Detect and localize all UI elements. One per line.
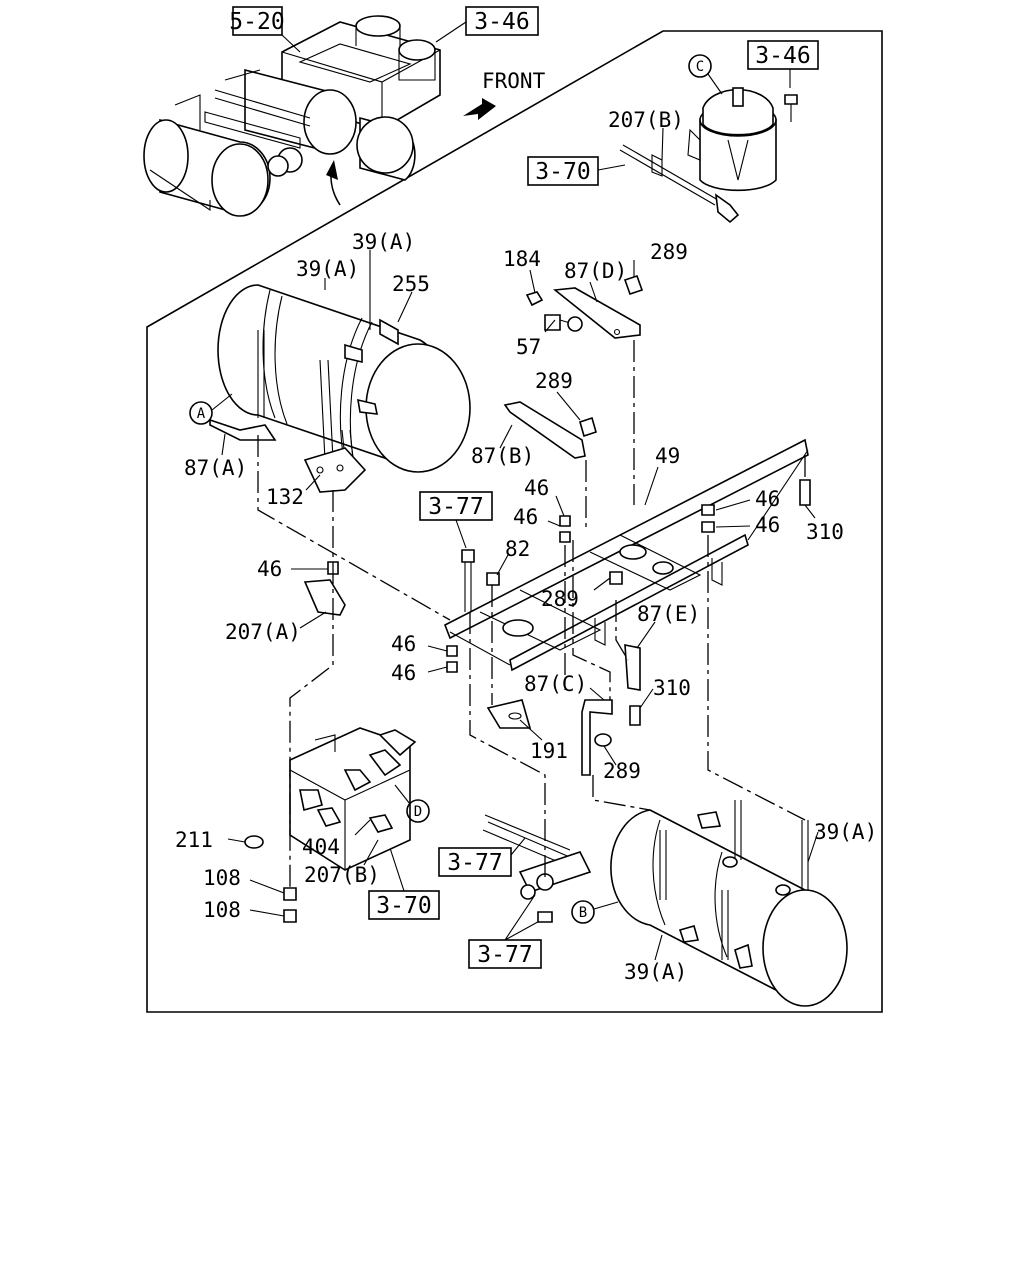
callout-191: 191 [530,739,568,763]
bracket-87c [581,699,613,776]
callout-289-top: 289 [650,240,688,264]
upper-air-tank-illustration [209,284,471,493]
callout-108-2: 108 [203,898,241,922]
svg-text:3-70: 3-70 [535,159,590,185]
svg-text:3-70: 3-70 [376,893,431,919]
circle-marker-d: D [394,784,430,823]
callout-46-b: 46 [513,505,538,529]
callout-289-mid: 289 [535,369,573,393]
ref-box-3-46-top[interactable]: 3-46 [435,6,539,43]
ref-box-3-77-bottom-b[interactable]: 3-77 [468,894,546,969]
bracket-87e [624,644,641,691]
callout-184: 184 [503,247,541,271]
circle-marker-b: B [571,900,619,924]
svg-text:C: C [696,59,704,75]
callout-46-low1: 46 [391,632,416,656]
callout-39a-1: 39(A) [352,230,415,254]
callout-82: 82 [505,537,530,561]
svg-text:A: A [197,406,206,422]
valve-assembly-illustration [289,727,417,871]
callout-leaders [221,127,819,961]
callout-46-a: 46 [524,476,549,500]
callout-87b: 87(B) [471,444,534,468]
callout-255: 255 [392,272,430,296]
front-label: FRONT [482,69,546,93]
svg-text:D: D [414,804,422,820]
svg-text:3-46: 3-46 [474,9,529,35]
ref-box-3-46-dryer[interactable]: 3-46 [747,40,819,88]
front-arrow-icon [463,98,496,120]
ref-box-3-77-bottom-a[interactable]: 3-77 [438,837,526,877]
lower-air-tank-illustration [610,800,848,1007]
air-dryer-illustration [619,87,798,224]
svg-text:5-20: 5-20 [229,9,284,35]
callout-49: 49 [655,444,680,468]
circle-marker-a: A [189,393,233,425]
frame-crossmember-illustration [443,438,809,672]
callout-87a: 87(A) [184,456,247,480]
svg-text:3-77: 3-77 [428,494,483,520]
ref-box-3-70-dryer[interactable]: 3-70 [527,156,626,186]
ref-box-3-70-valve[interactable]: 3-70 [368,847,440,920]
callout-39a-2: 39(A) [296,257,359,281]
callout-46-r2: 46 [755,513,780,537]
lower-valve-assembly-illustration [482,814,592,923]
bracket-87b [503,401,586,459]
svg-text:3-77: 3-77 [447,850,502,876]
callout-87c: 87(C) [524,672,587,696]
diagram-frame [146,30,883,1013]
assembly-guide-lines [257,340,806,888]
callout-289-frame: 289 [541,587,579,611]
callout-39a-r: 39(A) [814,820,877,844]
callout-87e: 87(E) [637,602,700,626]
callout-207b-top: 207(B) [608,108,684,132]
vehicle-overview-illustration [143,15,441,217]
svg-text:3-77: 3-77 [477,942,532,968]
callout-207b-low: 207(B) [304,863,380,887]
callout-46-low2: 46 [391,661,416,685]
callout-207a: 207(A) [225,620,301,644]
callout-87d: 87(D) [564,259,627,283]
front-direction-indicator: FRONT [463,69,546,120]
callout-46-r1: 46 [755,487,780,511]
callout-289-low: 289 [603,759,641,783]
valve-fasteners [244,835,297,923]
callout-310-mid: 310 [653,676,691,700]
ref-box-3-77-mid[interactable]: 3-77 [419,491,493,549]
svg-text:B: B [579,905,587,921]
callout-211: 211 [175,828,213,852]
callout-404: 404 [302,835,340,859]
callout-39a-b: 39(A) [624,960,687,984]
callout-labels: 207(B) 39(A) 39(A) 255 184 87(D) 289 57 … [175,108,877,984]
callout-310-r: 310 [806,520,844,544]
circle-marker-c: C [688,54,723,95]
fasteners [303,274,811,747]
svg-text:3-46: 3-46 [755,43,810,69]
callout-108-1: 108 [203,866,241,890]
callout-46-left: 46 [257,557,282,581]
ref-box-5-20[interactable]: 5-20 [229,6,301,53]
callout-132: 132 [266,485,304,509]
bracket-87d [552,287,641,339]
callout-57: 57 [516,335,541,359]
